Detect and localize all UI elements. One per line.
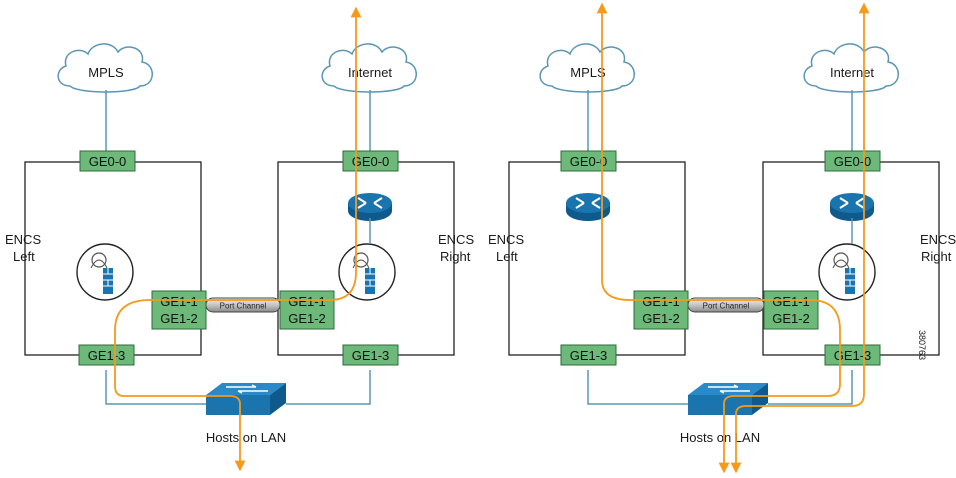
encs-right-label-1b: ENCS [920, 232, 956, 247]
port-channel-label-2: Port Channel [703, 302, 750, 311]
right-lan-port: GE1-3 [342, 344, 399, 366]
encs-left-label-2b: Left [496, 249, 518, 264]
right-wan-port: GE0-0 [342, 150, 399, 172]
hosts-label: Hosts on LAN [206, 430, 286, 445]
mpls-cloud: MPLS [57, 43, 154, 93]
traffic-flow-left [114, 6, 362, 472]
svg-text:GE1-1: GE1-1 [288, 294, 326, 309]
right-lan-port-2: GE1-3 [824, 344, 881, 366]
right-panel: MPLS Internet ENCS Left ENCS Right [488, 2, 956, 474]
firewall-icon-right [338, 243, 396, 301]
encs-right-label-1: ENCS [438, 232, 474, 247]
firewall-icon-2 [818, 243, 876, 301]
svg-text:GE1-3: GE1-3 [570, 348, 608, 363]
left-lan-port-2: GE1-3 [560, 344, 617, 366]
svg-text:GE1-1: GE1-1 [772, 294, 810, 309]
svg-text:GE1-2: GE1-2 [288, 311, 326, 326]
encs-left-label-1: ENCS [5, 232, 41, 247]
encs-left-label-1b: ENCS [488, 232, 524, 247]
left-ge1-port-2: GE1-1 GE1-2 [633, 290, 689, 330]
router-icon-right-2 [830, 193, 874, 221]
router-icon [348, 193, 392, 221]
svg-text:GE1-2: GE1-2 [160, 311, 198, 326]
lan-switch-icon [206, 383, 286, 415]
right-ge1-port: GE1-1 GE1-2 [279, 290, 335, 330]
svg-text:GE1-1: GE1-1 [160, 294, 198, 309]
internet-label: Internet [348, 65, 392, 80]
left-wan-port: GE0-0 [79, 150, 136, 172]
port-channel-label: Port Channel [220, 302, 267, 311]
encs-right-label-2: Right [440, 249, 471, 264]
mpls-label-2: MPLS [570, 65, 606, 80]
left-lan-port: GE1-3 [78, 344, 135, 366]
lan-link-right [286, 370, 371, 405]
figure-id: 380763 [917, 330, 927, 360]
lan-switch-icon-2 [688, 383, 768, 415]
svg-text:GE1-2: GE1-2 [772, 311, 810, 326]
svg-text:GE1-1: GE1-1 [642, 294, 680, 309]
svg-text:GE1-3: GE1-3 [352, 348, 390, 363]
right-wan-port-2: GE0-0 [824, 150, 881, 172]
right-ge1-port-2: GE1-1 GE1-2 [763, 290, 819, 330]
svg-text:GE0-0: GE0-0 [352, 154, 390, 169]
encs-right-label-2b: Right [921, 249, 952, 264]
traffic-flow-internet [730, 2, 870, 474]
mpls-label: MPLS [88, 65, 124, 80]
hosts-label-2: Hosts on LAN [680, 430, 760, 445]
internet-cloud-2: Internet [803, 43, 900, 93]
internet-label-2: Internet [830, 65, 874, 80]
left-ge1-port: GE1-1 GE1-2 [151, 290, 207, 330]
encs-left-label-2: Left [13, 249, 35, 264]
svg-text:GE1-2: GE1-2 [642, 311, 680, 326]
svg-text:GE0-0: GE0-0 [89, 154, 127, 169]
internet-cloud: Internet [321, 43, 418, 93]
svg-text:GE0-0: GE0-0 [834, 154, 872, 169]
svg-text:GE1-3: GE1-3 [88, 348, 126, 363]
firewall-icon-left [76, 243, 134, 301]
left-wan-port-2: GE0-0 [560, 150, 617, 172]
lan-link-left [105, 370, 208, 405]
left-panel: MPLS Internet ENCS Left ENCS Right [5, 6, 474, 472]
router-icon-left-2 [566, 193, 610, 221]
mpls-cloud-2: MPLS [539, 43, 636, 93]
